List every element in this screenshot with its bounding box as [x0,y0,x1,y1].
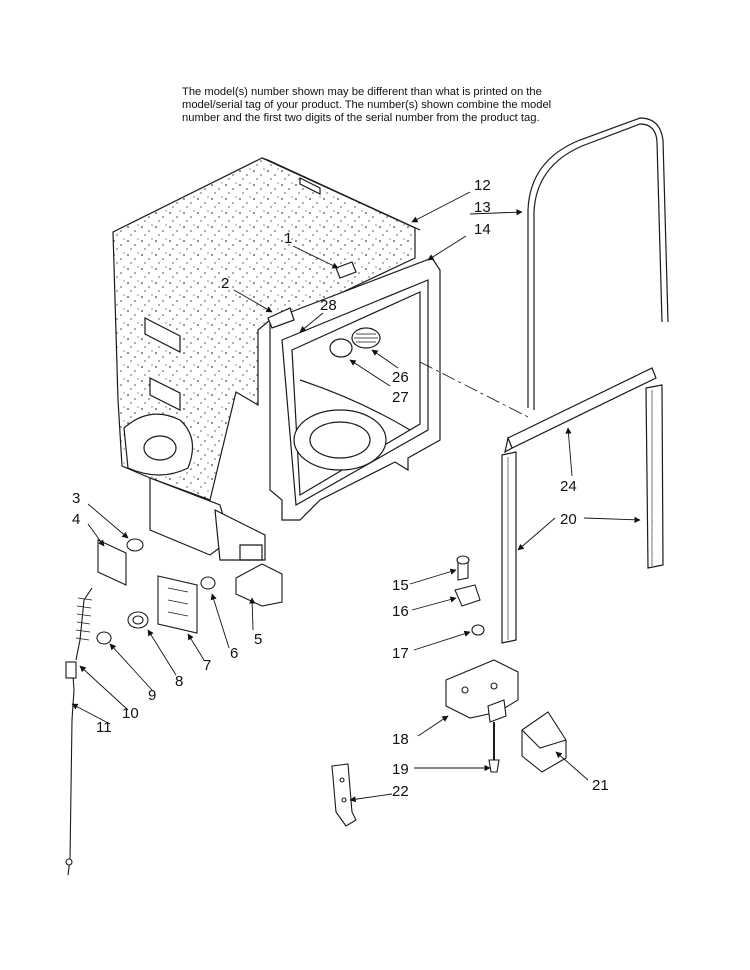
leveling-bracket-part-18 [445,659,519,719]
header-note-line-2: model/serial tag of your product. The nu… [182,99,552,111]
header-note: The model(s) number shown may be differe… [182,86,582,125]
header-note-line-3: number and the first two digits of the s… [182,112,540,124]
top-vent-strip [507,367,657,449]
tub-insulation-blanket [112,157,416,501]
blanket-cutout-upper [144,317,181,353]
callout-19: 19 [392,761,409,778]
callout-11: 11 [96,719,112,736]
callout-24: 24 [560,478,577,495]
callout-9: 9 [148,687,156,704]
callout-4: 4 [72,511,80,528]
callout-5: 5 [254,631,262,648]
spring-part-10 [75,587,93,661]
cable-part-11 [67,661,75,876]
tub-sump-bowl [293,409,387,471]
callout-labels: 1 2 3 4 5 6 7 8 9 10 11 12 13 14 28 26 2… [72,177,609,800]
cover-part-21 [521,711,567,773]
gasket-ring [329,338,353,358]
right-side-rail [645,384,664,569]
callout-27: 27 [392,389,409,406]
callout-28: 28 [320,297,337,314]
hinge-bracket-1 [335,261,357,279]
callout-7: 7 [203,657,211,674]
left-small-parts [65,538,283,876]
door-gasket [527,117,669,410]
callout-21: 21 [592,777,609,794]
callout-16: 16 [392,603,409,620]
callout-20: 20 [560,511,577,528]
header-note-line-1: The model(s) number shown may be differe… [182,86,542,98]
callout-22: 22 [392,783,409,800]
clip-bracket-part-5 [235,563,283,607]
callout-15: 15 [392,577,409,594]
right-small-parts [331,555,567,827]
callout-10: 10 [122,705,139,722]
callout-6: 6 [230,645,238,662]
callout-14: 14 [474,221,491,238]
pin-part-9 [96,631,112,645]
callout-17: 17 [392,645,409,662]
fitting-part-16 [454,584,481,607]
callout-13: 13 [474,199,491,216]
plug-part-3 [126,538,144,552]
hinge-bracket-2 [267,307,295,329]
blanket-cutout-lower [149,377,181,411]
alignment-dashed-line [419,361,531,419]
callout-12: 12 [474,177,491,194]
callout-1: 1 [284,230,292,247]
callout-8: 8 [175,673,183,690]
side-bracket-part-22 [331,763,357,827]
callout-26: 26 [392,369,409,386]
screw-part-17 [471,624,485,636]
callout-2: 2 [221,275,229,292]
callout-18: 18 [392,731,409,748]
tub-assembly [112,157,441,561]
left-side-rail [501,451,517,644]
bracket-part-4 [97,539,127,586]
bushing-part-6 [200,576,216,590]
front-rails [501,367,664,644]
mount-plate-part-7 [157,575,198,634]
callout-3: 3 [72,490,80,507]
leader-lines [71,191,641,803]
